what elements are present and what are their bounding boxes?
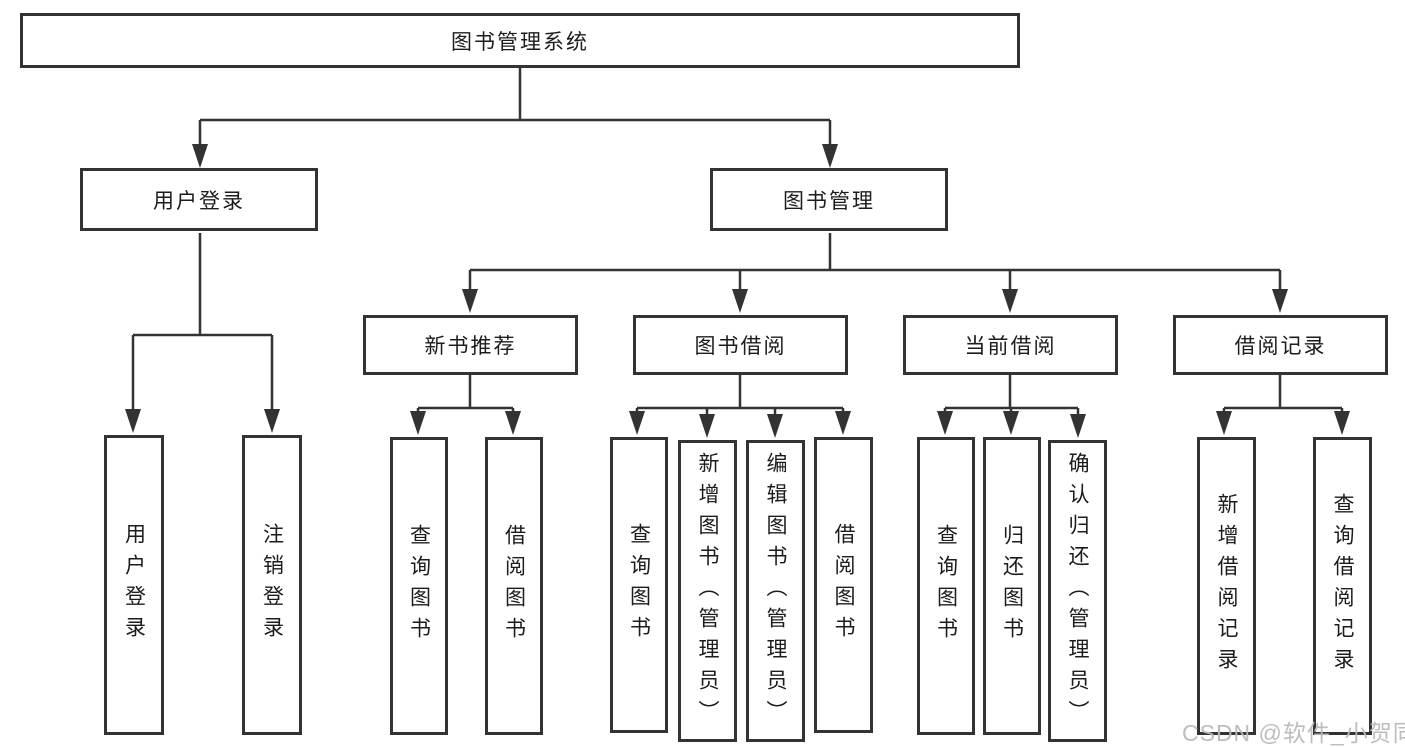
leaf-recommend-query-books-label: 查询图书 — [407, 524, 431, 648]
leaf-edit-books-admin-label: 编辑图书（管理员） — [764, 451, 788, 731]
node-current-borrow-label: 当前借阅 — [964, 335, 1057, 358]
leaf-recommend-query-books: 查询图书 — [390, 437, 448, 735]
leaf-logout: 注销登录 — [242, 435, 302, 735]
leaf-logout-label: 注销登录 — [260, 523, 284, 647]
node-root: 图书管理系统 — [20, 13, 1020, 68]
tree-edges — [131, 68, 1344, 417]
node-book-management-label: 图书管理 — [783, 189, 875, 213]
leaf-recommend-borrow-books-label: 借阅图书 — [502, 524, 526, 648]
leaf-query-borrow-record: 查询借阅记录 — [1313, 437, 1372, 735]
node-book-borrow-label: 图书借阅 — [694, 335, 787, 358]
leaf-return-books-label: 归还图书 — [1000, 524, 1024, 648]
node-new-book-recommend: 新书推荐 — [363, 315, 578, 375]
leaf-user-login: 用户登录 — [104, 435, 164, 735]
node-current-borrow: 当前借阅 — [903, 315, 1118, 375]
node-borrow-records: 借阅记录 — [1173, 315, 1388, 375]
arrowheads — [125, 144, 1350, 438]
leaf-borrow-books-label: 借阅图书 — [832, 523, 856, 647]
leaf-current-query-books-label: 查询图书 — [934, 524, 958, 648]
leaf-borrow-query-books: 查询图书 — [610, 437, 668, 733]
leaf-confirm-return-admin-label: 确认归还（管理员） — [1066, 451, 1090, 731]
leaf-user-login-label: 用户登录 — [122, 523, 146, 647]
leaf-add-books-admin-label: 新增图书（管理员） — [696, 451, 720, 731]
leaf-add-borrow-record: 新增借阅记录 — [1197, 437, 1256, 735]
leaf-confirm-return-admin: 确认归还（管理员） — [1048, 440, 1107, 742]
node-new-book-recommend-label: 新书推荐 — [424, 335, 517, 358]
leaf-return-books: 归还图书 — [983, 437, 1041, 735]
node-book-management: 图书管理 — [710, 168, 948, 231]
leaf-current-query-books: 查询图书 — [917, 437, 975, 735]
node-borrow-records-label: 借阅记录 — [1234, 335, 1327, 358]
node-root-label: 图书管理系统 — [451, 30, 589, 54]
node-user-login-label: 用户登录 — [153, 189, 245, 213]
leaf-edit-books-admin: 编辑图书（管理员） — [746, 440, 805, 742]
leaf-borrow-query-books-label: 查询图书 — [627, 523, 651, 647]
leaf-borrow-books: 借阅图书 — [814, 437, 873, 733]
leaf-add-books-admin: 新增图书（管理员） — [678, 440, 737, 742]
leaf-recommend-borrow-books: 借阅图书 — [485, 437, 543, 735]
leaf-query-borrow-record-label: 查询借阅记录 — [1331, 493, 1355, 679]
watermark: CSDN @软件_小贺同学 — [1182, 720, 1405, 746]
leaf-add-borrow-record-label: 新增借阅记录 — [1215, 493, 1239, 679]
node-user-login: 用户登录 — [80, 168, 318, 231]
node-book-borrow: 图书借阅 — [633, 315, 848, 375]
